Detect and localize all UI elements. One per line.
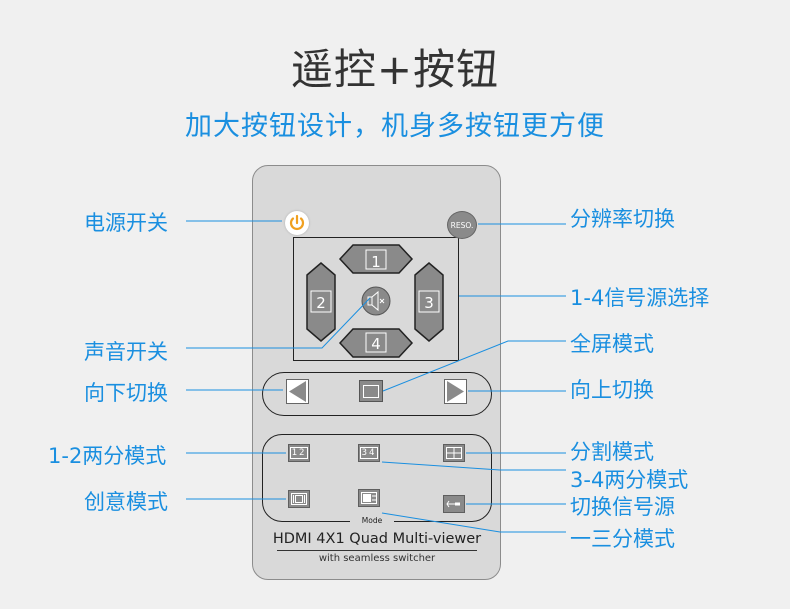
dpad-right-label: 3 [424, 294, 434, 312]
power-icon [289, 214, 305, 230]
split-quad-icon [446, 447, 462, 459]
three-layout-icon [361, 492, 377, 504]
dpad-up-label: 1 [371, 253, 381, 271]
label-fullscreen: 全屏模式 [570, 332, 654, 356]
label-split: 分割模式 [570, 440, 654, 464]
label-power: 电源开关 [84, 211, 168, 235]
switch-source-icon [446, 500, 460, 508]
prev-button[interactable] [286, 379, 309, 404]
model-divider [277, 550, 477, 551]
creative-mode-button[interactable] [288, 490, 310, 508]
fullscreen-button[interactable] [359, 380, 383, 402]
page-title: 遥控+按钮 [290, 45, 500, 94]
next-button[interactable] [444, 379, 467, 404]
two-split-12-label: 12 [289, 447, 309, 459]
mode-label: Mode [350, 516, 394, 525]
three-split-button[interactable] [358, 489, 380, 507]
dpad-up-button[interactable] [338, 244, 414, 274]
label-switch-source: 切换信号源 [570, 495, 675, 519]
resolution-button-label: RESO. [450, 220, 474, 230]
label-source-14: 1-4信号源选择 [570, 286, 710, 310]
model-subtitle: with seamless switcher [318, 553, 436, 564]
fullscreen-icon [363, 384, 379, 398]
page-subtitle: 加大按钮设计，机身多按钮更方便 [185, 111, 605, 142]
dpad-down-label: 4 [371, 335, 381, 353]
resolution-button[interactable]: RESO. [447, 211, 477, 239]
model-name: HDMI 4X1 Quad Multi-viewer [272, 531, 482, 547]
switch-source-button[interactable] [443, 495, 465, 513]
dpad-right-button[interactable] [414, 262, 444, 342]
label-two-34: 3-4两分模式 [570, 468, 689, 492]
dpad: 1 2 3 4 [306, 244, 444, 358]
split-quad-button[interactable] [443, 444, 465, 462]
label-sound: 声音开关 [84, 340, 168, 364]
dpad-left-label: 2 [316, 294, 326, 312]
label-prev: 向下切换 [84, 381, 168, 405]
two-split-12-button[interactable]: 12 [288, 444, 310, 462]
switch-row-frame [262, 372, 492, 416]
label-next: 向上切换 [570, 378, 654, 402]
label-creative: 创意模式 [84, 490, 168, 514]
label-two-12: 1-2两分模式 [48, 444, 167, 468]
label-resolution: 分辨率切换 [570, 207, 675, 231]
creative-layout-icon [291, 493, 307, 505]
label-three: 一三分模式 [570, 527, 675, 551]
power-button[interactable] [285, 211, 309, 235]
two-split-34-button[interactable]: 34 [358, 444, 380, 462]
mute-button[interactable] [361, 286, 391, 316]
right-arrow-icon [447, 381, 464, 402]
two-split-34-label: 34 [359, 447, 379, 459]
left-arrow-icon [289, 381, 306, 402]
